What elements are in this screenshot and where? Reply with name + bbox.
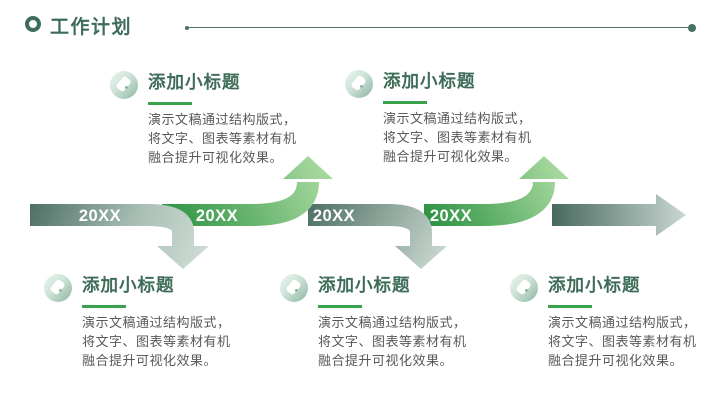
block-body-line-2: 将文字、图表等素材有机 (318, 334, 467, 349)
timeline-year-1: 20XX (79, 207, 121, 225)
timeline-year-4: 20XX (430, 207, 472, 225)
tag-icon (345, 70, 373, 98)
slide-title: 工作计划 (50, 17, 133, 38)
block-title: 添加小标题 (383, 71, 476, 91)
block-body-line-3: 融合提升可视化效果。 (82, 353, 218, 368)
block-body-line-3: 融合提升可视化效果。 (383, 149, 519, 164)
block-body-line-2: 将文字、图表等素材有机 (82, 334, 231, 349)
block-body-line-3: 融合提升可视化效果。 (318, 353, 454, 368)
block-body: 演示文稿通过结构版式， 将文字、图表等素材有机 融合提升可视化效果。 (318, 313, 467, 370)
block-title: 添加小标题 (548, 275, 641, 295)
header-divider-line (185, 23, 696, 32)
slide-header: 工作计划 (0, 0, 720, 45)
timeline-year-2: 20XX (196, 207, 238, 225)
title-underline (548, 305, 592, 308)
block-body-line-2: 将文字、图表等素材有机 (548, 334, 697, 349)
block-body-line-3: 融合提升可视化效果。 (148, 150, 284, 165)
divider-end-dot (688, 23, 696, 32)
block-title: 添加小标题 (82, 275, 175, 295)
tag-icon (280, 274, 308, 302)
block-body: 演示文稿通过结构版式， 将文字、图表等素材有机 融合提升可视化效果。 (548, 313, 697, 370)
block-body-line-3: 融合提升可视化效果。 (548, 353, 684, 368)
block-body-line-2: 将文字、图表等素材有机 (383, 130, 532, 145)
block-body-line-2: 将文字、图表等素材有机 (148, 131, 297, 146)
block-body-line-1: 演示文稿通过结构版式， (383, 111, 532, 126)
block-body-line-1: 演示文稿通过结构版式， (548, 315, 697, 330)
timeline-segment-5-right-arrow (552, 194, 686, 236)
block-body: 演示文稿通过结构版式， 将文字、图表等素材有机 融合提升可视化效果。 (383, 109, 532, 166)
tag-icon (110, 71, 138, 99)
title-underline (383, 101, 427, 104)
subtitle-block-bottom-2: 添加小标题 演示文稿通过结构版式， 将文字、图表等素材有机 融合提升可视化效果。 (280, 273, 467, 370)
block-body-line-1: 演示文稿通过结构版式， (318, 315, 467, 330)
timeline-segment-3-down-arrow (308, 204, 447, 269)
title-underline (148, 102, 192, 105)
timeline-segment-1-down-arrow (30, 204, 209, 269)
subtitle-block-bottom-3: 添加小标题 演示文稿通过结构版式， 将文字、图表等素材有机 融合提升可视化效果。 (510, 273, 697, 370)
timeline-segment-2-up-arrow (162, 156, 333, 226)
subtitle-block-top-2: 添加小标题 演示文稿通过结构版式， 将文字、图表等素材有机 融合提升可视化效果。 (345, 69, 532, 166)
title-underline (318, 305, 362, 308)
block-body: 演示文稿通过结构版式， 将文字、图表等素材有机 融合提升可视化效果。 (148, 110, 297, 167)
title-underline (82, 305, 126, 308)
tag-icon (44, 274, 72, 302)
subtitle-block-bottom-1: 添加小标题 演示文稿通过结构版式， 将文字、图表等素材有机 融合提升可视化效果。 (44, 273, 231, 370)
block-body-line-1: 演示文稿通过结构版式， (148, 112, 297, 127)
ring-icon (25, 16, 41, 32)
timeline-year-3: 20XX (313, 207, 355, 225)
block-body-line-1: 演示文稿通过结构版式， (82, 315, 231, 330)
tag-icon (510, 274, 538, 302)
block-body: 演示文稿通过结构版式， 将文字、图表等素材有机 融合提升可视化效果。 (82, 313, 231, 370)
block-title: 添加小标题 (148, 72, 241, 92)
block-title: 添加小标题 (318, 275, 411, 295)
timeline-segment-4-up-arrow (424, 156, 569, 226)
subtitle-block-top-1: 添加小标题 演示文稿通过结构版式， 将文字、图表等素材有机 融合提升可视化效果。 (110, 70, 297, 167)
divider-start-dot (185, 25, 189, 30)
